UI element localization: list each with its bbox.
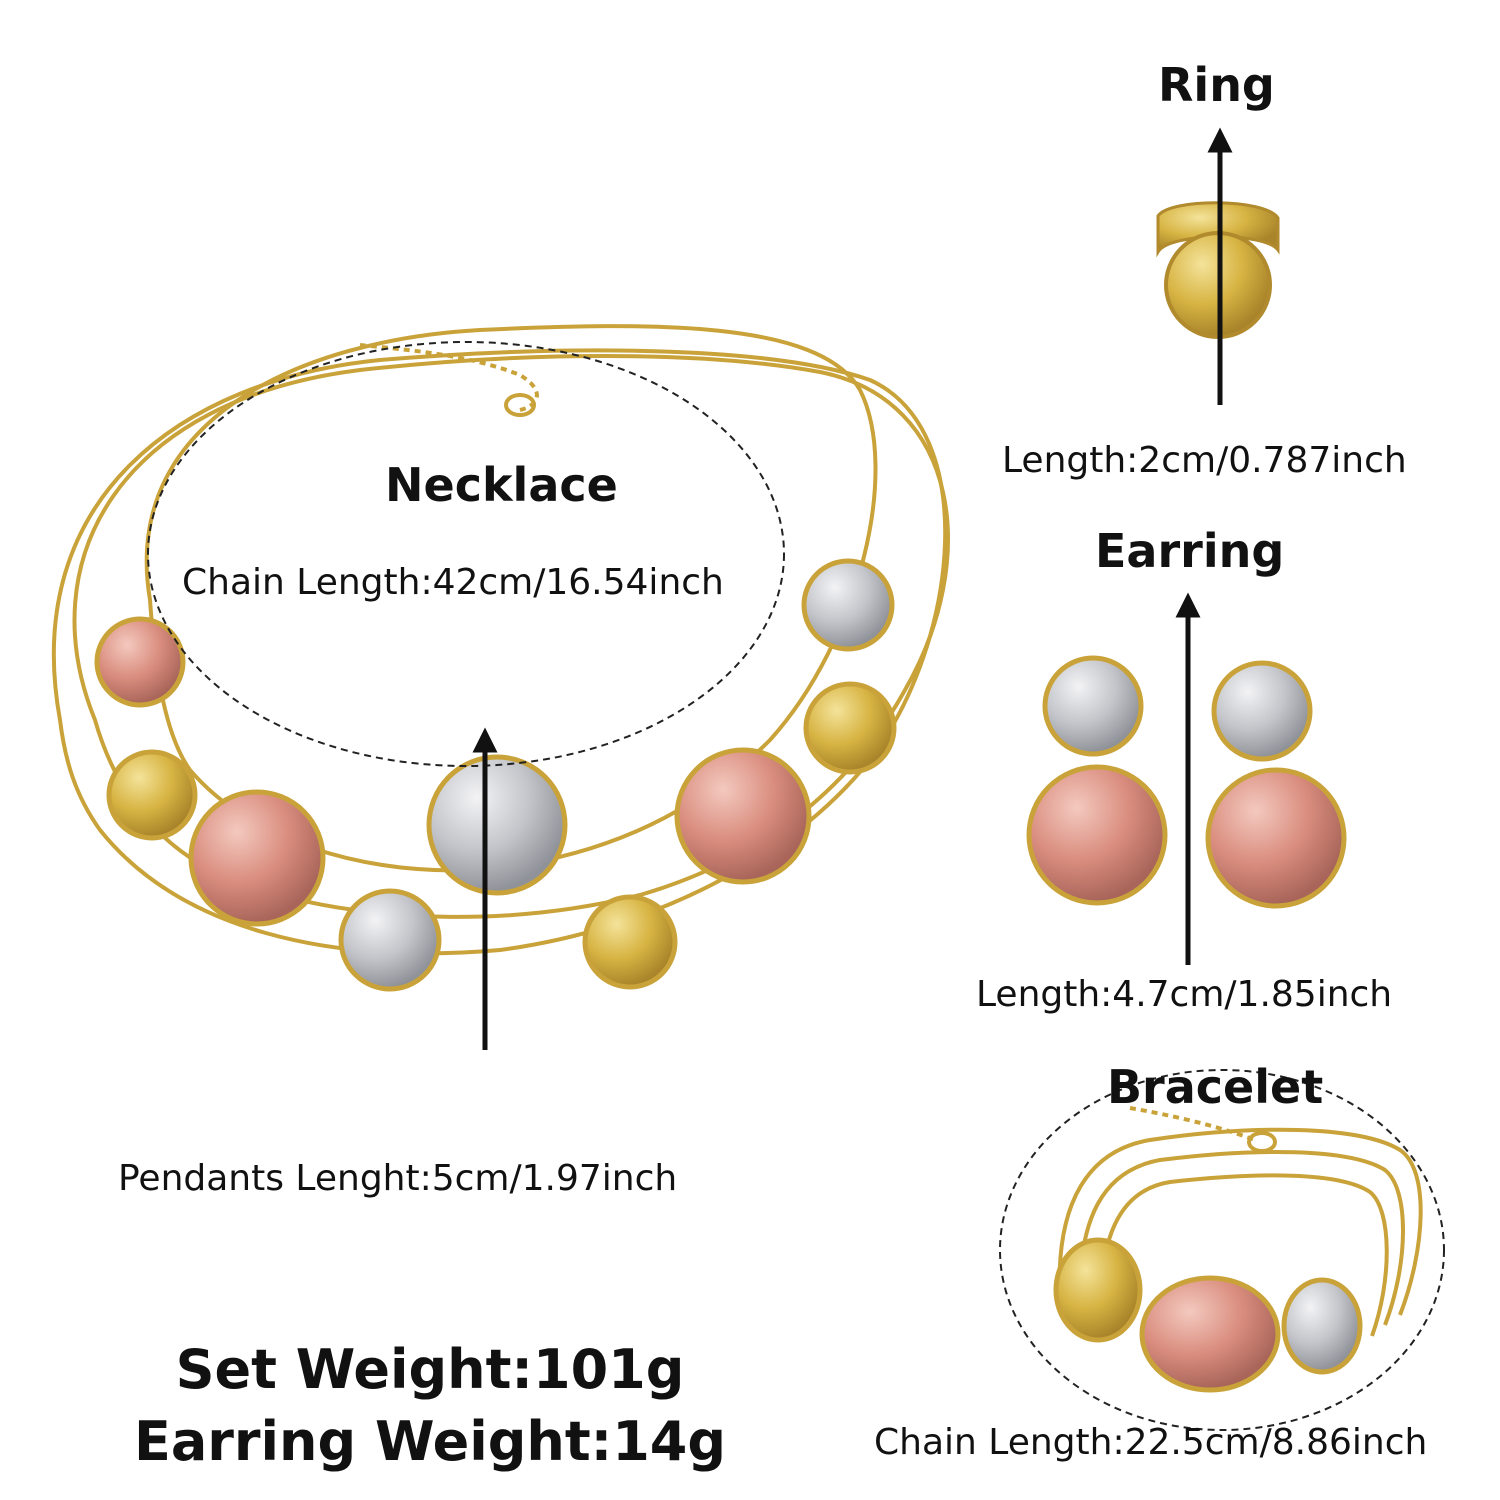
bracelet-extender-chain (1129, 1106, 1256, 1142)
earring-right-top-silver (1211, 660, 1313, 762)
pendant-gold-bottom (582, 894, 678, 990)
necklace-pendants-length: Pendants Lenght:5cm/1.97inch (118, 1158, 678, 1199)
pendant-rose-left (188, 789, 326, 927)
pendant-rose-small (94, 616, 186, 708)
necklace-chain-length: Chain Length:42cm/16.54inch (182, 562, 724, 603)
ring-length: Length:2cm/0.787inch (1002, 440, 1407, 481)
necklace-clasp (504, 393, 536, 417)
necklace-extender-chain (359, 343, 539, 412)
earring-right-bottom-rose (1205, 767, 1347, 909)
earring-weight: Earring Weight:14g (133, 1410, 727, 1473)
pendant-silver-center (426, 754, 568, 896)
ring-illustration (1156, 127, 1280, 405)
bracelet-rose-stone (1139, 1275, 1281, 1393)
pendant-gold-right (803, 681, 897, 775)
pendant-rose-right (674, 747, 812, 885)
earring-left-bottom-rose (1026, 764, 1168, 906)
bracelet-chain-outline (999, 1069, 1445, 1431)
pendant-gold-left (106, 749, 198, 841)
bracelet-illustration (999, 1069, 1445, 1431)
bracelet-bands (1057, 1127, 1423, 1341)
bracelet-gold-stone (1053, 1237, 1143, 1343)
earring-illustration (1026, 655, 1347, 909)
bracelet-silver-stone (1281, 1277, 1363, 1375)
set-weight: Set Weight:101g (175, 1338, 685, 1401)
pendant-silver-top-right (801, 558, 895, 652)
ring-title: Ring (1158, 58, 1275, 112)
necklace-chain-outline (147, 341, 785, 767)
bracelet-clasp (1247, 1131, 1277, 1153)
necklace-illustration (51, 324, 950, 1050)
necklace-title: Necklace (385, 458, 618, 512)
necklace-pendants (94, 558, 897, 992)
earring-title: Earring (1095, 524, 1285, 578)
earring-left-top-silver (1042, 655, 1144, 757)
earring-length: Length:4.7cm/1.85inch (976, 974, 1393, 1015)
bracelet-title: Bracelet (1107, 1060, 1324, 1114)
pendant-silver-bottom (338, 888, 442, 992)
bracelet-chain-length: Chain Length:22.5cm/8.86inch (874, 1422, 1428, 1463)
